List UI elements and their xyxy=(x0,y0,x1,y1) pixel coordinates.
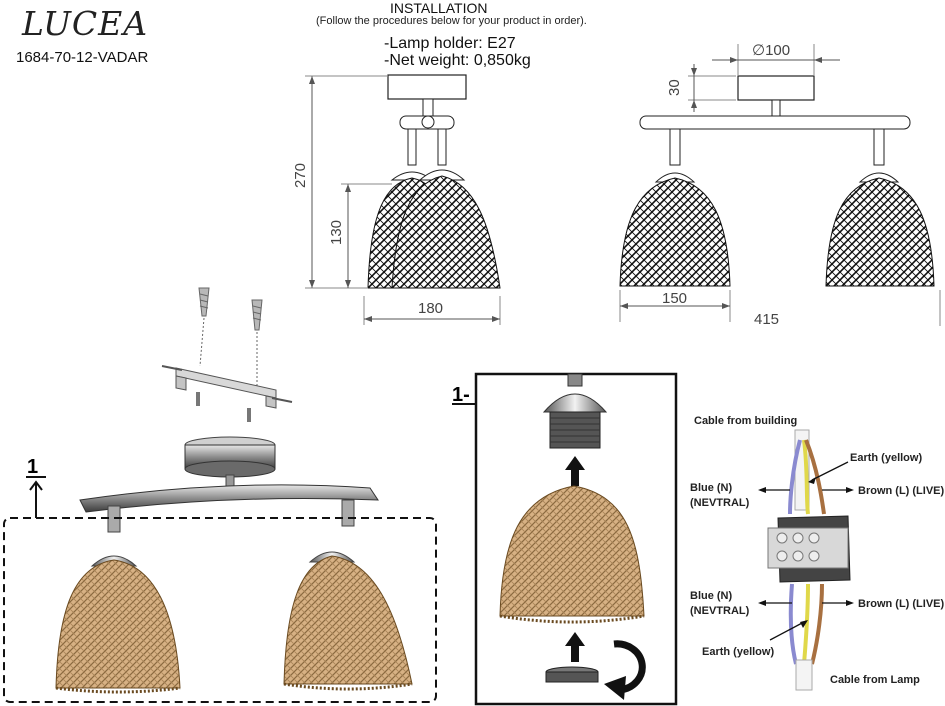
spec-net-weight: -Net weight: 0,850kg xyxy=(384,52,531,69)
label-blue-bottom-1: Blue (N) xyxy=(690,590,733,602)
model-number: 1684-70-12-VADAR xyxy=(16,49,149,66)
label-brown-bottom: Brown (L) (LIVE) xyxy=(858,598,945,610)
step-1-detail-label: 1- xyxy=(452,384,470,406)
label-blue-top-1: Blue (N) xyxy=(690,482,733,494)
dim-shade-width: 150 xyxy=(662,290,688,307)
dim-total-width: 415 xyxy=(754,311,780,328)
brand-logo: LUCEA xyxy=(22,4,149,43)
step-1-label: 1 xyxy=(27,456,39,478)
dim-base-diameter: ∅100 xyxy=(752,42,791,59)
installation-title: INSTALLATION xyxy=(390,0,488,16)
dim-base-height: 30 xyxy=(666,79,683,96)
front-view-drawing xyxy=(619,44,941,326)
side-view-drawing xyxy=(305,74,501,325)
label-earth-top: Earth (yellow) xyxy=(850,452,923,464)
mounting-hardware xyxy=(161,287,293,422)
label-blue-bottom-2: (NEVTRAL) xyxy=(690,605,750,617)
label-blue-top-2: (NEVTRAL) xyxy=(690,497,750,509)
label-cable-from-building: Cable from building xyxy=(694,415,798,427)
label-cable-from-lamp: Cable from Lamp xyxy=(830,674,920,686)
spec-lamp-holder: -Lamp holder: E27 xyxy=(384,35,516,52)
dim-side-width: 180 xyxy=(418,300,444,317)
dim-height-total: 270 xyxy=(292,162,309,188)
assembled-lamp xyxy=(3,436,437,703)
installation-note: (Follow the procedures below for your pr… xyxy=(316,15,587,27)
dim-shade-height: 130 xyxy=(328,219,345,245)
label-earth-bottom: Earth (yellow) xyxy=(702,646,775,658)
label-brown-top: Brown (L) (LIVE) xyxy=(858,485,945,497)
shade-assembly-detail xyxy=(452,372,678,706)
wiring-diagram xyxy=(758,429,854,691)
